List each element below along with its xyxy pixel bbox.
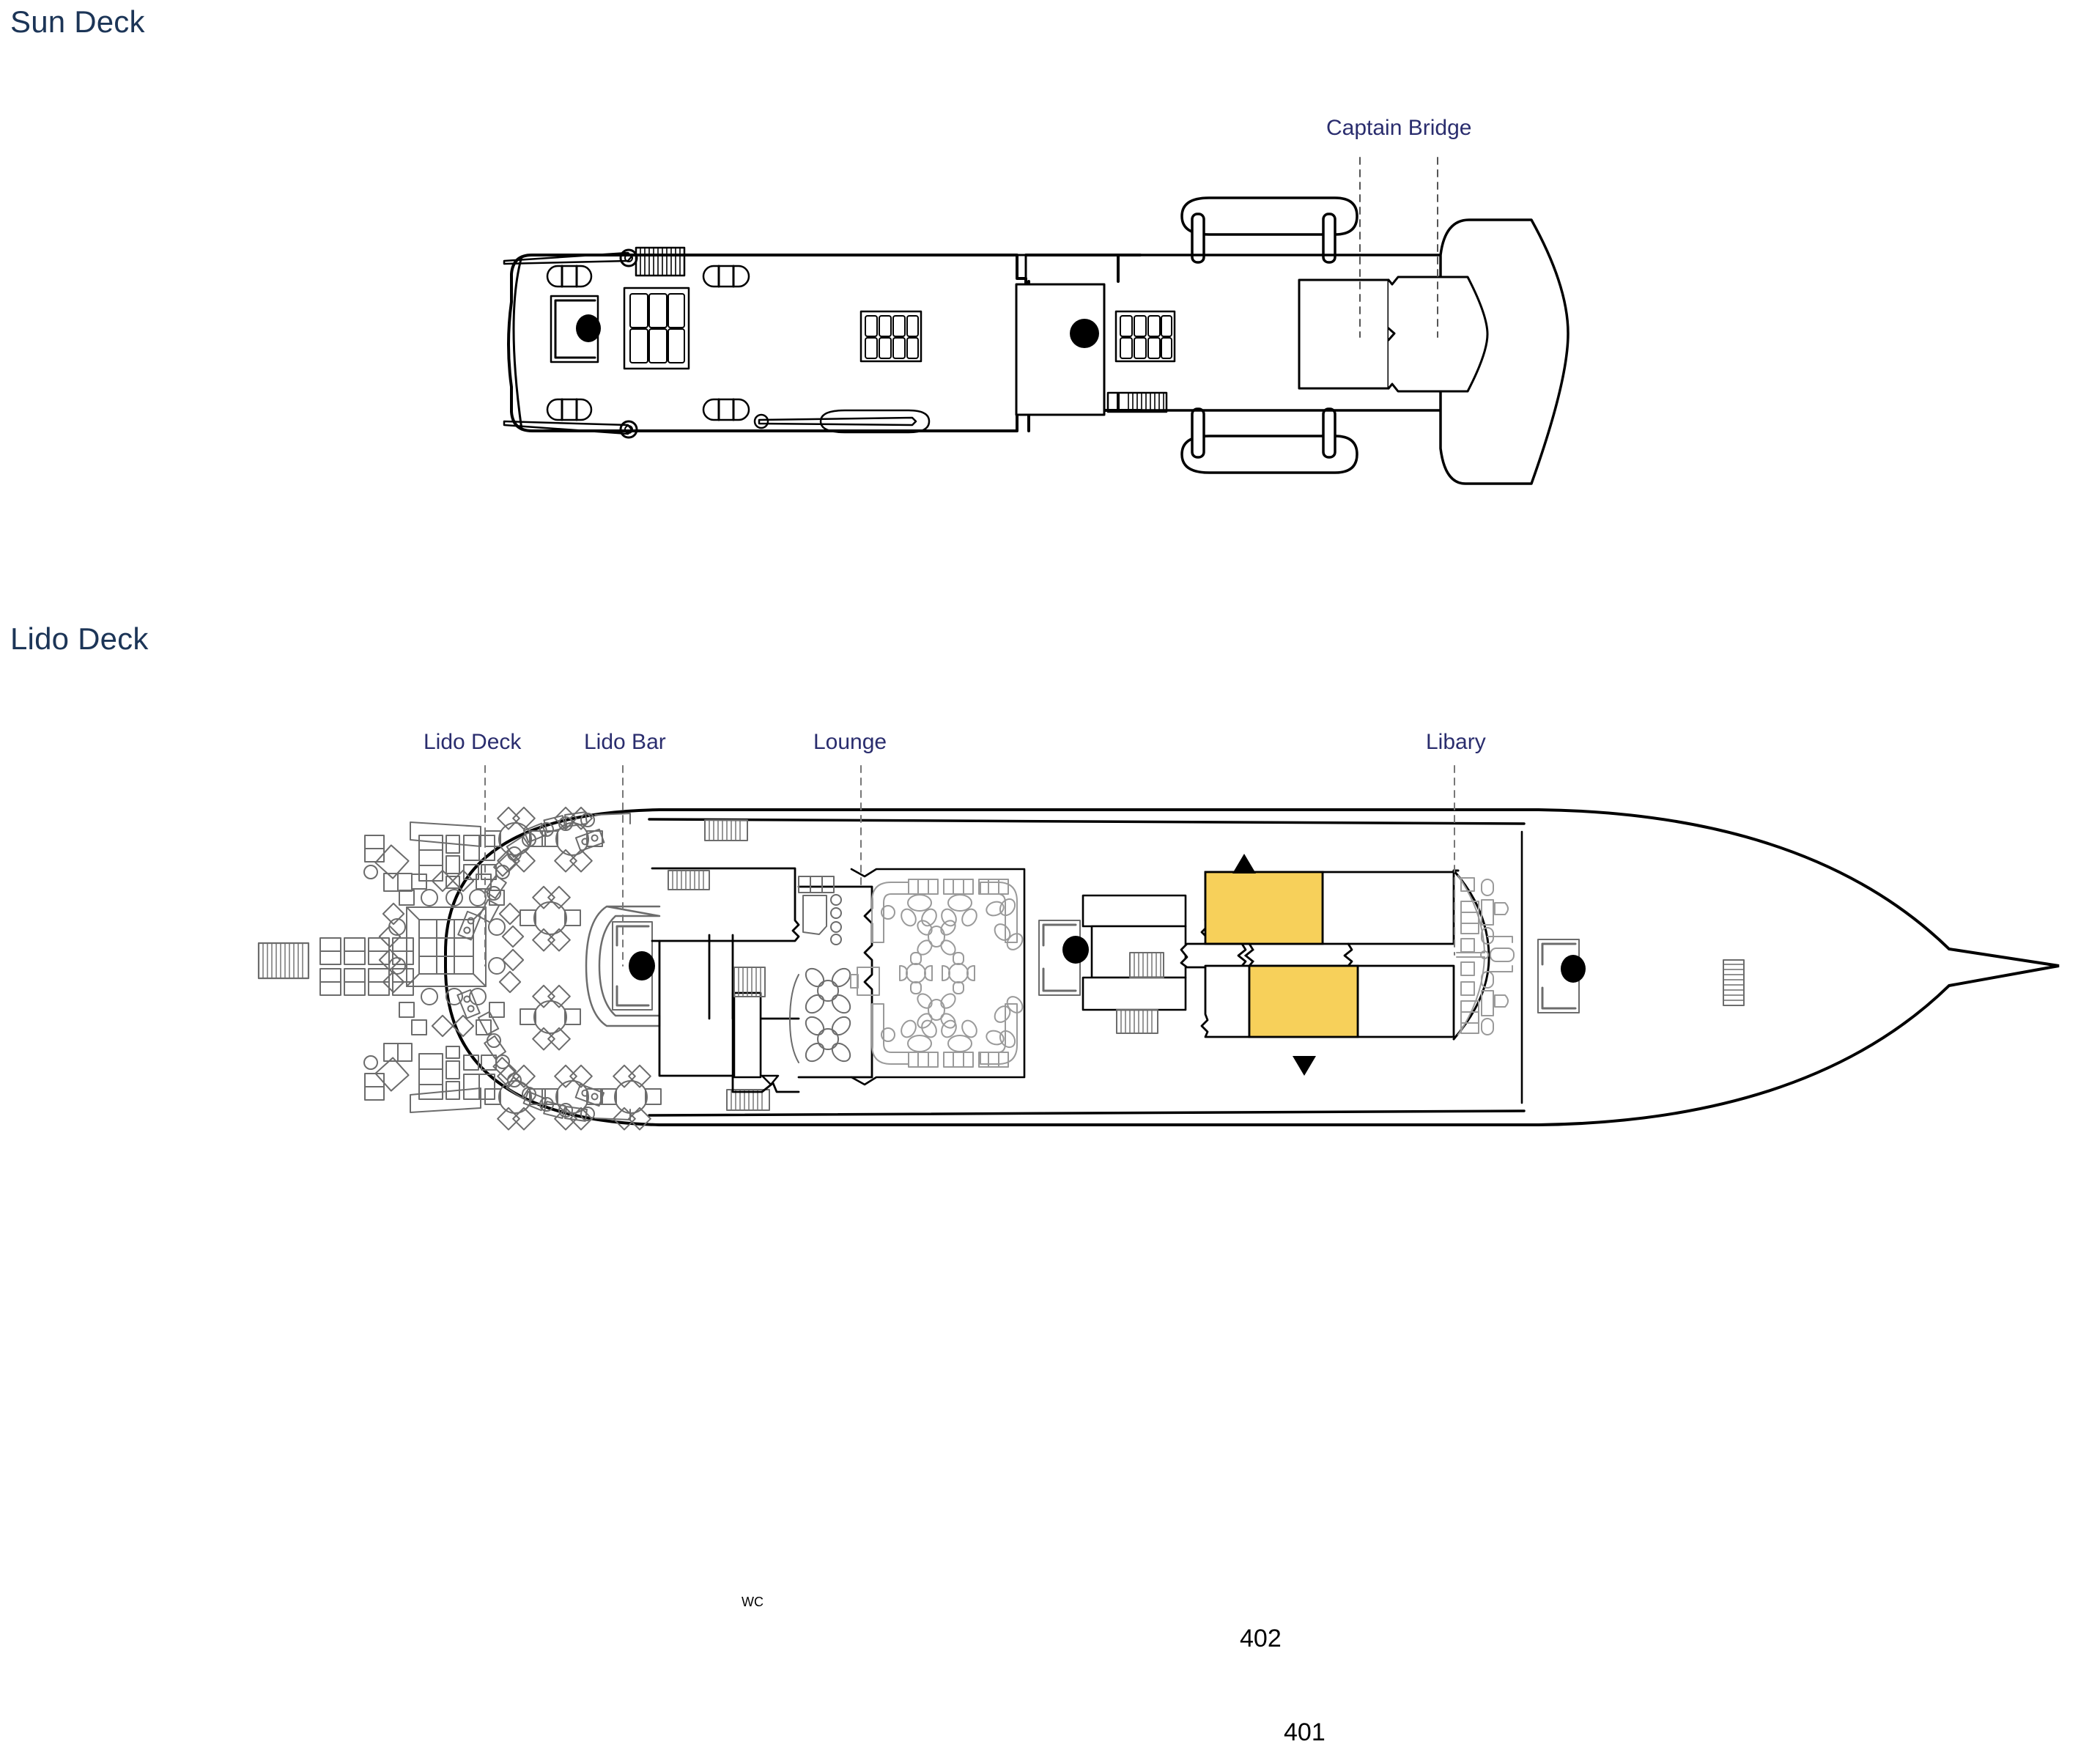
midship-stairs-lower xyxy=(1116,1009,1158,1034)
cabin-401-marker-triangle xyxy=(1293,1056,1316,1076)
cabin-notch-edge xyxy=(1205,942,1254,967)
davit-starboard xyxy=(1180,407,1358,474)
vent-louvre-fore xyxy=(635,246,686,277)
sun-deck-section: Sun Deck xyxy=(0,0,2100,601)
callout-label-lido-deck: Lido Deck xyxy=(424,730,522,754)
skylight-grid-fore xyxy=(623,287,690,370)
aft-vent-louvre xyxy=(1723,959,1745,1006)
captain-bridge-leader xyxy=(1359,157,1438,338)
midship-lobby xyxy=(1082,894,1187,1011)
davit-port xyxy=(1180,196,1358,264)
lido-deck-section: Lido Deck xyxy=(0,601,2100,1746)
lido-bar-hatch xyxy=(612,921,655,1011)
cabin-direction-markers xyxy=(1232,854,1316,1076)
bow-lockers xyxy=(319,937,414,996)
fore-mast-bottom xyxy=(503,420,638,439)
interior-small-tables xyxy=(789,967,851,1063)
lounge-room xyxy=(850,868,1026,1086)
aft-deck-hatch xyxy=(1537,939,1586,1013)
callout-label-lido-bar: Lido Bar xyxy=(584,730,666,754)
deck-bench-fore-starboard xyxy=(546,398,593,421)
deck-bench-fore-port xyxy=(546,265,593,288)
midship-hatch xyxy=(1038,920,1089,996)
highlighted-cabins xyxy=(1204,871,1359,1038)
cabin-402-marker-triangle xyxy=(1232,854,1256,874)
deck-bench-mid-port xyxy=(702,265,750,288)
sun-deck-platform xyxy=(507,254,1027,432)
sun-deck-plan xyxy=(503,157,1570,485)
lounge-furniture xyxy=(850,879,1024,1068)
bow-vent-panel xyxy=(257,942,310,980)
lido-deck-plan xyxy=(257,765,2060,1131)
vent-louvre-lido-mid xyxy=(668,870,710,890)
skylight-grid-aft xyxy=(1114,310,1176,363)
deck-bench-mid-starboard xyxy=(702,398,750,421)
wc-stairs xyxy=(733,967,766,997)
tender-boat xyxy=(753,409,931,434)
callout-label-lounge: Lounge xyxy=(813,730,887,754)
interior-bar-service xyxy=(798,876,842,945)
bow-loose-furniture xyxy=(363,835,413,1101)
skylight-grid-mid xyxy=(859,310,923,363)
fore-mast-top xyxy=(503,248,638,267)
deck-hatch-fore xyxy=(550,295,601,363)
deckhouse-mid xyxy=(1015,283,1106,416)
cabin-401-shape[interactable] xyxy=(1248,964,1359,1038)
callout-label-libary: Libary xyxy=(1426,730,1486,754)
captain-bridge-wheelhouse xyxy=(1298,276,1489,393)
lido-callout-leaders xyxy=(484,765,1455,967)
cabin-402-shape[interactable] xyxy=(1204,871,1324,945)
vent-louvre-lido-bottom xyxy=(726,1089,770,1111)
library-furniture xyxy=(1456,875,1515,1035)
vent-louvre-aft xyxy=(1106,391,1168,413)
sun-deck-aft-outline xyxy=(1117,254,1142,412)
vent-louvre-lido-top xyxy=(704,819,748,841)
callout-label-captain-bridge: Captain Bridge xyxy=(1326,116,1472,140)
room-label-wc: WC xyxy=(742,1595,764,1609)
lido-deck-title: Lido Deck xyxy=(10,621,149,656)
cabin-401-number: 401 xyxy=(1284,1718,1326,1746)
cabin-402-number: 402 xyxy=(1240,1625,1282,1652)
deck-bar-counter-upper xyxy=(410,821,497,889)
deck-bar-counter-lower xyxy=(410,1046,497,1113)
midship-stairs-upper xyxy=(1129,952,1164,978)
lido-round-tables xyxy=(484,806,662,1131)
sun-deck-title: Sun Deck xyxy=(10,4,145,39)
lido-superstructure-edges xyxy=(648,818,1526,1117)
wc-room xyxy=(731,991,780,1086)
